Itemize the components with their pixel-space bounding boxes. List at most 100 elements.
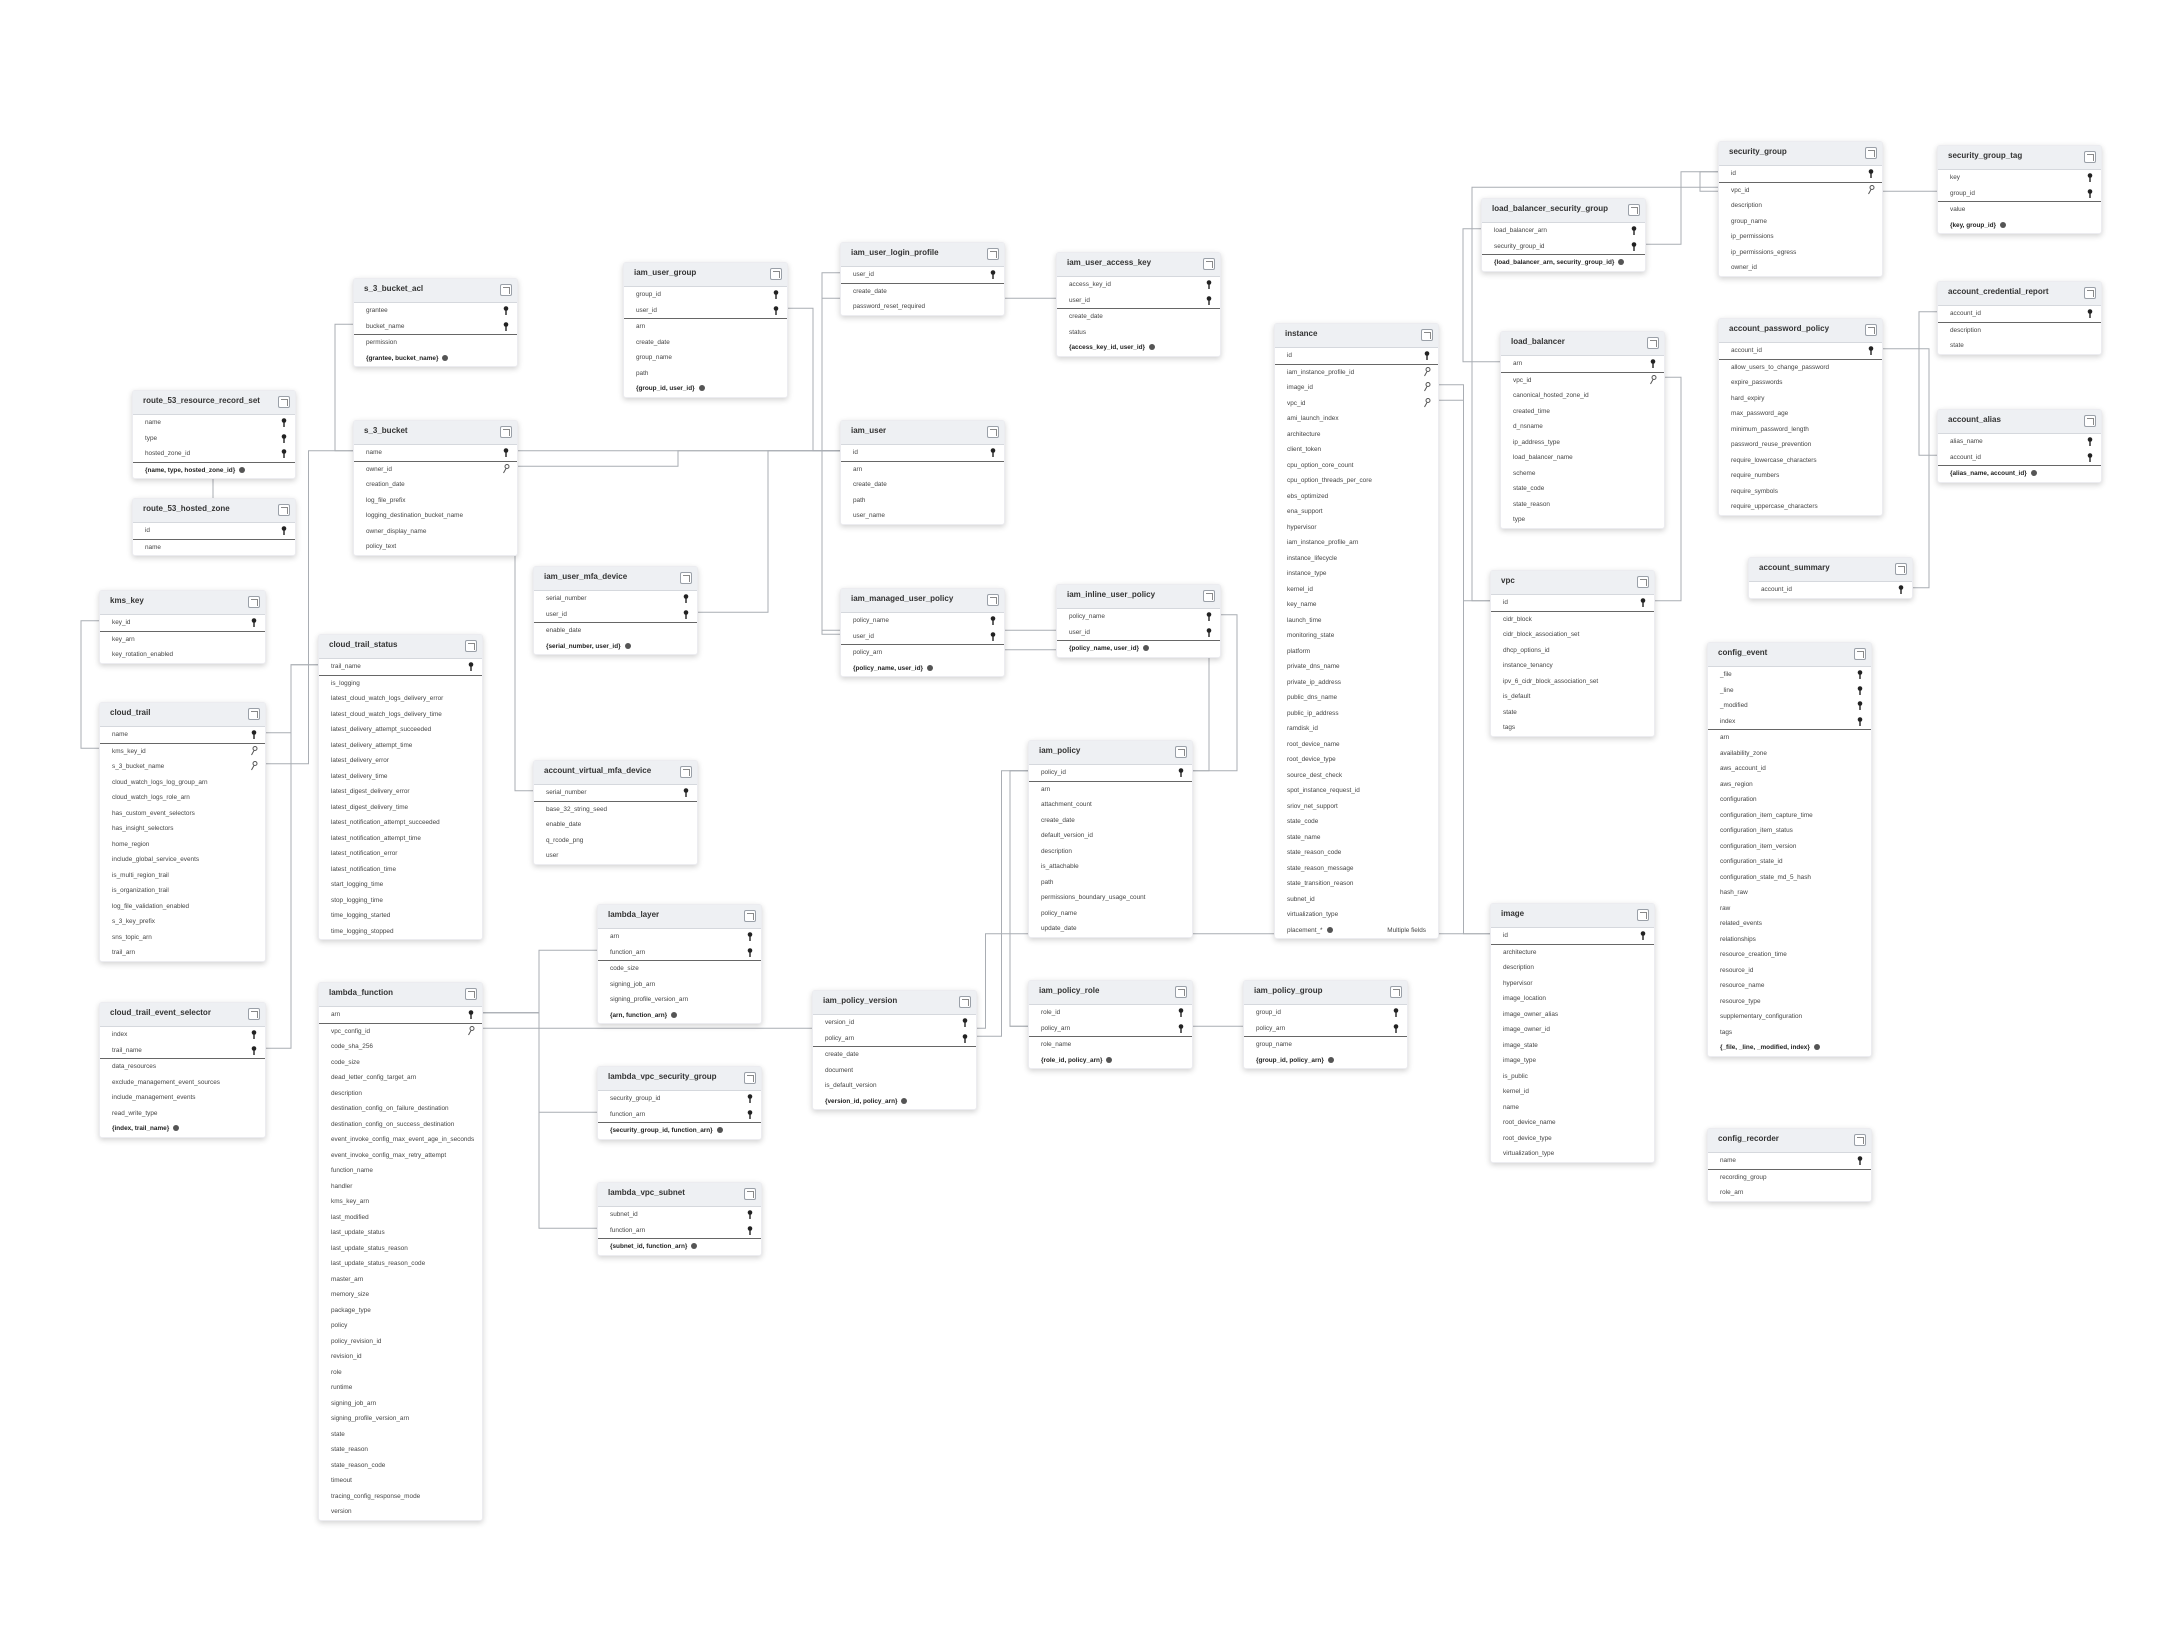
info-icon[interactable] xyxy=(926,664,933,671)
info-icon[interactable] xyxy=(2000,221,2007,228)
info-icon[interactable] xyxy=(173,1125,180,1132)
column-name: s_3_bucket_name xyxy=(112,763,165,770)
open-table-icon[interactable] xyxy=(959,996,971,1008)
open-table-icon[interactable] xyxy=(278,504,290,516)
open-table-icon[interactable] xyxy=(465,640,477,652)
info-icon[interactable] xyxy=(2030,470,2037,477)
open-table-icon[interactable] xyxy=(680,766,692,778)
open-table-icon[interactable] xyxy=(987,594,999,606)
open-table-icon[interactable] xyxy=(2084,287,2096,299)
open-table-icon[interactable] xyxy=(2084,415,2096,427)
open-table-icon[interactable] xyxy=(248,596,260,608)
open-table-icon[interactable] xyxy=(744,1188,756,1200)
column-row: s_3_key_prefix xyxy=(100,914,265,930)
open-table-icon[interactable] xyxy=(465,988,477,1000)
open-table-icon[interactable] xyxy=(248,708,260,720)
info-icon[interactable] xyxy=(1149,344,1156,351)
column-row: trail_name xyxy=(319,659,482,676)
open-table-icon[interactable] xyxy=(987,426,999,438)
info-icon[interactable] xyxy=(698,385,705,392)
open-table-icon[interactable] xyxy=(1390,986,1402,998)
column-name: configuration_item_capture_time xyxy=(1720,811,1813,819)
open-table-icon[interactable] xyxy=(1637,909,1649,921)
open-table-icon[interactable] xyxy=(1865,324,1877,336)
info-icon[interactable] xyxy=(671,1011,678,1018)
column-row: policy xyxy=(319,1318,482,1334)
open-table-icon[interactable] xyxy=(1628,204,1640,216)
open-table-icon[interactable] xyxy=(1421,329,1433,341)
info-icon[interactable] xyxy=(1326,926,1333,933)
open-table-icon[interactable] xyxy=(500,284,512,296)
info-icon[interactable] xyxy=(901,1097,908,1104)
info-icon[interactable] xyxy=(691,1243,698,1250)
open-table-icon[interactable] xyxy=(1637,576,1649,588)
info-icon[interactable] xyxy=(716,1127,723,1134)
open-table-icon[interactable] xyxy=(680,572,692,584)
open-table-icon[interactable] xyxy=(987,248,999,260)
open-table-icon[interactable] xyxy=(744,910,756,922)
info-icon[interactable] xyxy=(442,354,449,361)
open-table-icon[interactable] xyxy=(1175,986,1187,998)
info-icon[interactable] xyxy=(624,642,631,649)
info-icon[interactable] xyxy=(239,466,246,473)
open-table-icon[interactable] xyxy=(1203,590,1215,602)
info-icon[interactable] xyxy=(1106,1056,1113,1063)
open-table-icon[interactable] xyxy=(1647,337,1659,349)
open-table-icon[interactable] xyxy=(1203,258,1215,270)
open-table-icon[interactable] xyxy=(1175,746,1187,758)
open-table-icon[interactable] xyxy=(1854,648,1866,660)
open-table-icon[interactable] xyxy=(248,1008,260,1020)
column-row: key_name xyxy=(1275,597,1438,613)
open-table-icon[interactable] xyxy=(1865,147,1877,159)
open-table-icon[interactable] xyxy=(770,268,782,280)
column-name: arn xyxy=(853,465,863,473)
info-icon[interactable] xyxy=(1813,1044,1820,1051)
open-table-icon[interactable] xyxy=(1895,563,1907,575)
open-table-icon[interactable] xyxy=(2084,151,2096,163)
open-table-icon[interactable] xyxy=(278,396,290,408)
open-table-icon[interactable] xyxy=(1854,1134,1866,1146)
open-table-icon[interactable] xyxy=(744,1072,756,1084)
info-icon[interactable] xyxy=(1142,645,1149,652)
open-table-icon[interactable] xyxy=(500,426,512,438)
info-icon[interactable] xyxy=(1618,259,1625,266)
info-icon[interactable] xyxy=(1327,1056,1334,1063)
